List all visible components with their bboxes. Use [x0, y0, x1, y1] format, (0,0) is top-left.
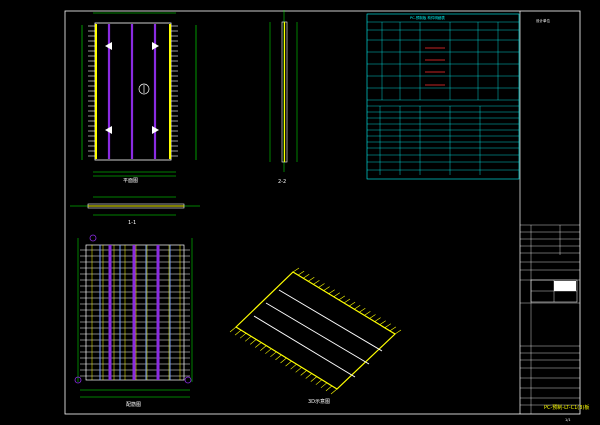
- drawing-line: [364, 311, 371, 316]
- drawing-line: [290, 363, 297, 370]
- drawing-line: [239, 332, 247, 339]
- drawing-line: [320, 382, 328, 389]
- drawing-line: [313, 280, 320, 285]
- drawing-line: [260, 345, 267, 351]
- drawing-line: [292, 267, 300, 273]
- drawing-line: [308, 277, 315, 282]
- title-block-code: PC-预制-LT-C1(3)板: [544, 404, 589, 411]
- drawing-line: [250, 339, 257, 345]
- plan-view: 平面图: [81, 12, 197, 184]
- drawing-line: [275, 354, 282, 361]
- drawing-line: [280, 357, 287, 364]
- drawing-line: [255, 342, 262, 348]
- component-table: PC-预制板 构件明细表: [366, 13, 520, 180]
- drawing-line: [348, 301, 356, 307]
- drawing-line: [384, 323, 391, 329]
- right-column-header: 设计单位: [536, 18, 550, 23]
- drawing-line: [270, 351, 277, 358]
- drawing-line: [315, 379, 323, 385]
- drawing-line: [234, 329, 242, 336]
- drawing-line: [229, 326, 237, 333]
- drawing-line: [389, 326, 397, 332]
- drawing-line: [328, 289, 335, 294]
- section-1-1-label: 1-1: [128, 220, 136, 226]
- drawing-line: [379, 320, 386, 325]
- table-title: PC-预制板 构件明细表: [410, 15, 445, 20]
- drawing-line: [325, 385, 333, 392]
- drawing-line: [295, 367, 302, 373]
- iso-view-label: 3D示意图: [308, 398, 330, 405]
- drawing-line: [303, 273, 310, 279]
- drawing-line: [300, 370, 307, 376]
- drawing-line: [369, 314, 376, 319]
- drawing-line: [305, 373, 312, 379]
- drawing-line: [330, 388, 338, 395]
- title-block: PC-预制-LT-C1(3)板 1/1 设计单位: [520, 18, 589, 422]
- sheet-number: 1/1: [565, 418, 571, 422]
- isometric-view: 3D示意图: [229, 267, 402, 405]
- rebar-view: 配筋图: [74, 234, 193, 408]
- section-2-2-label: 2-2: [278, 179, 286, 185]
- drawing-line: [323, 286, 330, 291]
- drawing-line: [374, 317, 381, 322]
- drawing-line: [265, 348, 272, 354]
- drawing-line: [333, 292, 340, 298]
- rebar-view-label: 配筋图: [126, 401, 141, 408]
- drawing-line: [343, 298, 351, 304]
- section-2-2: 2-2: [269, 10, 298, 185]
- drawing-line: [297, 270, 305, 276]
- drawing-line: [318, 283, 325, 288]
- plan-view-label: 平面图: [123, 178, 138, 184]
- drawing-line: [359, 308, 366, 313]
- drawing-line: [244, 336, 252, 342]
- section-1-1: 1-1: [70, 196, 200, 226]
- drawing-line: [354, 304, 361, 310]
- drawing-frame: [64, 10, 581, 415]
- drawing-line: [285, 360, 292, 367]
- drawing-line: [394, 329, 402, 335]
- drawing-line: [338, 295, 346, 301]
- drawing-line: [310, 376, 317, 382]
